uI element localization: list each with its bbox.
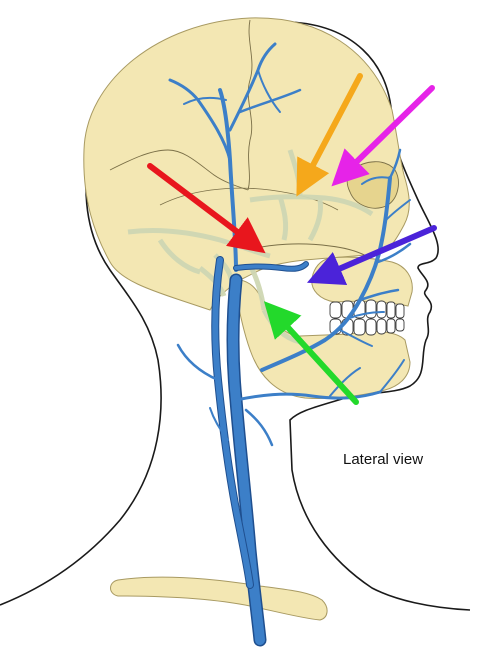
head-outline	[91, 20, 471, 611]
blue-arrow	[306, 225, 437, 286]
suture-coronal	[247, 19, 253, 191]
clavicle	[110, 576, 328, 621]
veins	[168, 42, 412, 647]
orange-arrow	[296, 73, 363, 197]
green-arrow	[263, 301, 359, 405]
red-arrow	[147, 163, 266, 254]
back-neck-outline	[0, 129, 162, 606]
skull	[83, 17, 410, 311]
magenta-arrow	[331, 85, 435, 187]
zygomatic-arch	[247, 243, 371, 259]
view-caption: Lateral view	[343, 451, 424, 468]
